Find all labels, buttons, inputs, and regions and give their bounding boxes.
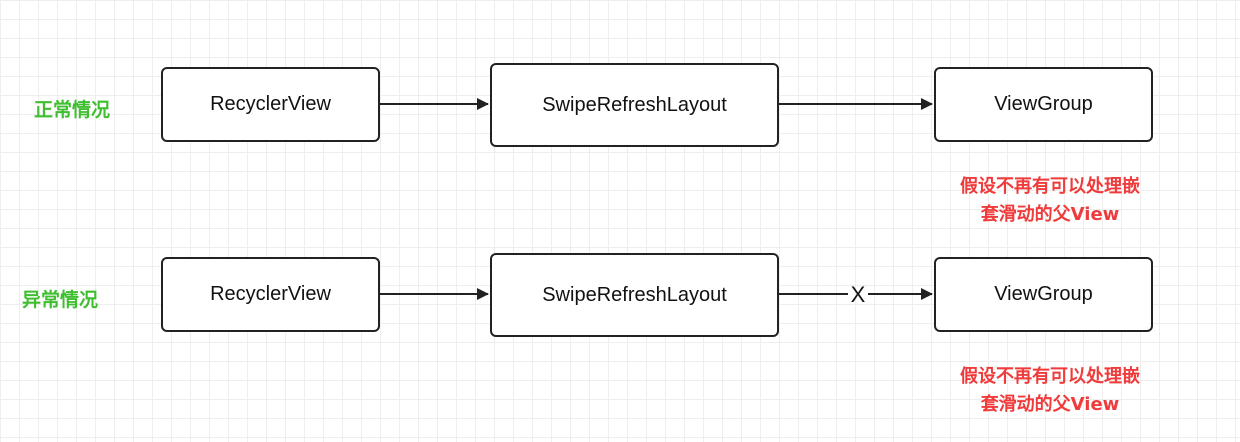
note-abnormal: 假设不再有可以处理嵌 套滑动的父View: [930, 363, 1170, 419]
row-label-normal: 正常情况: [34, 99, 111, 121]
node-viewgroup-normal[interactable]: ViewGroup: [934, 67, 1153, 142]
blocked-marker: X: [851, 282, 866, 307]
note-normal: 假设不再有可以处理嵌 套滑动的父View: [930, 173, 1170, 229]
node-swiperefreshlayout-normal[interactable]: SwipeRefreshLayout: [490, 63, 779, 147]
node-recyclerview-abnormal[interactable]: RecyclerView: [161, 257, 380, 332]
note-abnormal-line1: 假设不再有可以处理嵌: [960, 366, 1140, 387]
note-normal-line2: 套滑动的父View: [980, 204, 1120, 225]
node-recyclerview-normal[interactable]: RecyclerView: [161, 67, 380, 142]
note-abnormal-line2: 套滑动的父View: [980, 394, 1120, 415]
row-label-abnormal: 异常情况: [22, 289, 99, 311]
node-swiperefreshlayout-abnormal[interactable]: SwipeRefreshLayout: [490, 253, 779, 337]
note-normal-line1: 假设不再有可以处理嵌: [960, 176, 1140, 197]
node-viewgroup-abnormal[interactable]: ViewGroup: [934, 257, 1153, 332]
